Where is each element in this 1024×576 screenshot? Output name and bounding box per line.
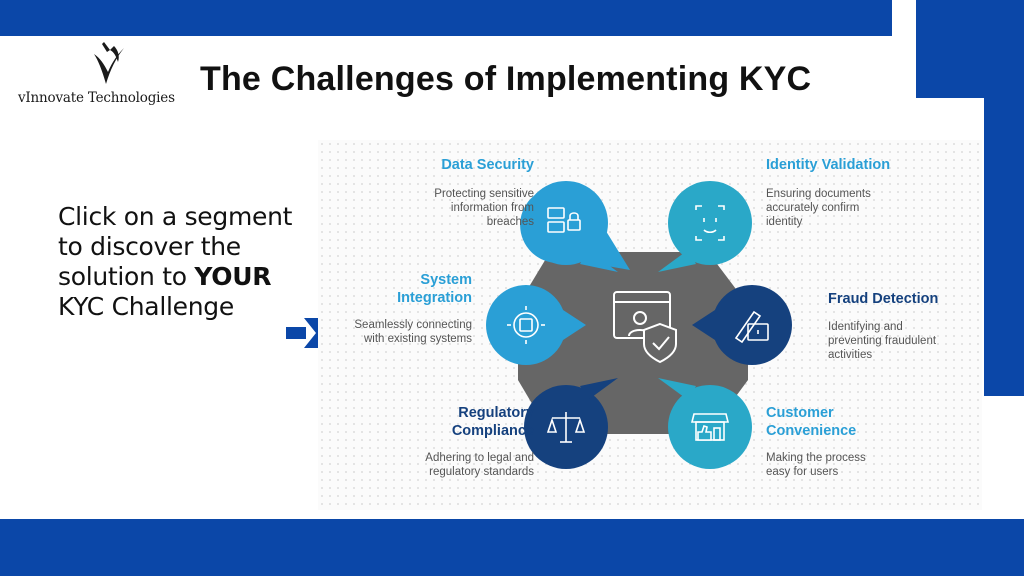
face-scan-icon <box>695 205 725 241</box>
fraud-detection-desc-line: preventing fraudulent <box>828 335 937 347</box>
segment-data-security[interactable] <box>520 181 630 272</box>
data-security-desc-line: information from <box>450 202 534 214</box>
regulatory-compliance-title: Regulatory Compliance <box>452 404 534 440</box>
instruction-line-1: Click on a segment <box>58 202 293 231</box>
system-integration-title: System Integration <box>397 271 472 307</box>
fraud-detection-title: Fraud Detection <box>828 291 939 307</box>
logo-text: vInnovate Technologies <box>18 90 175 106</box>
gear-integration-icon <box>507 306 545 344</box>
data-security-title: Data Security <box>441 157 534 173</box>
pen-document-icon <box>734 310 769 344</box>
regulatory-compliance-title-line: Regulatory <box>458 405 534 421</box>
logo-mark-icon <box>94 42 124 84</box>
kyc-challenges-diagram: Data Security Protecting sensitive infor… <box>318 140 982 510</box>
segment-customer-convenience[interactable] <box>658 378 752 469</box>
instruction-emphasis: YOUR <box>194 262 272 291</box>
instruction-line-2: to discover the <box>58 232 241 261</box>
regulatory-compliance-desc: Adhering to legal and regulatory standar… <box>425 451 534 479</box>
scales-icon <box>546 412 586 443</box>
system-integration-title-line: Integration <box>397 290 472 306</box>
customer-convenience-title-line: Customer <box>766 405 834 421</box>
fraud-detection-desc-line: Identifying and <box>828 321 903 333</box>
customer-convenience-title: Customer Convenience <box>766 404 856 440</box>
segment-identity-validation[interactable] <box>658 181 752 272</box>
bottom-banner <box>0 519 1024 576</box>
instruction-line-3: solution to YOUR <box>58 262 358 292</box>
storefront-thumbs-up-icon <box>690 413 730 441</box>
segment-system-integration[interactable] <box>486 285 586 365</box>
segment-regulatory-compliance[interactable] <box>524 378 618 469</box>
company-logo: vInnovate Technologies <box>14 40 194 110</box>
top-banner <box>0 0 892 36</box>
server-lock-icon <box>547 207 581 233</box>
customer-convenience-desc: Making the process easy for users <box>766 451 866 479</box>
customer-convenience-desc-line: easy for users <box>766 466 839 478</box>
regulatory-compliance-desc-line: Adhering to legal and <box>425 452 534 464</box>
instruction-line-4: KYC Challenge <box>58 292 234 321</box>
regulatory-compliance-title-line: Compliance <box>451 423 534 439</box>
system-integration-desc-line: Seamlessly connecting <box>354 319 472 331</box>
right-banner <box>916 0 1024 98</box>
identity-validation-desc-line: accurately confirm <box>766 202 860 214</box>
page-title: The Challenges of Implementing KYC <box>200 60 812 98</box>
identity-validation-title: Identity Validation <box>766 157 891 173</box>
identity-validation-desc-line: Ensuring documents <box>766 188 871 200</box>
hub-icon <box>613 291 677 364</box>
data-security-desc-line: Protecting sensitive <box>434 188 534 200</box>
system-integration-title-line: System <box>420 272 472 288</box>
identity-validation-desc-line: identity <box>766 216 803 228</box>
identity-validation-desc: Ensuring documents accurately confirm id… <box>766 187 871 229</box>
right-banner-lower <box>984 98 1024 396</box>
segment-fraud-detection[interactable] <box>692 285 792 365</box>
regulatory-compliance-desc-line: regulatory standards <box>429 466 534 478</box>
customer-convenience-title-line: Convenience <box>766 423 857 439</box>
system-integration-desc: Seamlessly connecting with existing syst… <box>354 318 472 346</box>
fraud-detection-desc-line: activities <box>828 349 873 361</box>
customer-convenience-desc-line: Making the process <box>766 452 866 464</box>
fraud-detection-desc: Identifying and preventing fraudulent ac… <box>828 320 936 362</box>
system-integration-desc-line: with existing systems <box>363 333 472 345</box>
data-security-desc: Protecting sensitive information from br… <box>434 187 534 229</box>
instruction-text: Click on a segment to discover the solut… <box>58 202 358 322</box>
data-security-desc-line: breaches <box>486 216 534 228</box>
instruction-line-3-text: solution to <box>58 262 195 291</box>
